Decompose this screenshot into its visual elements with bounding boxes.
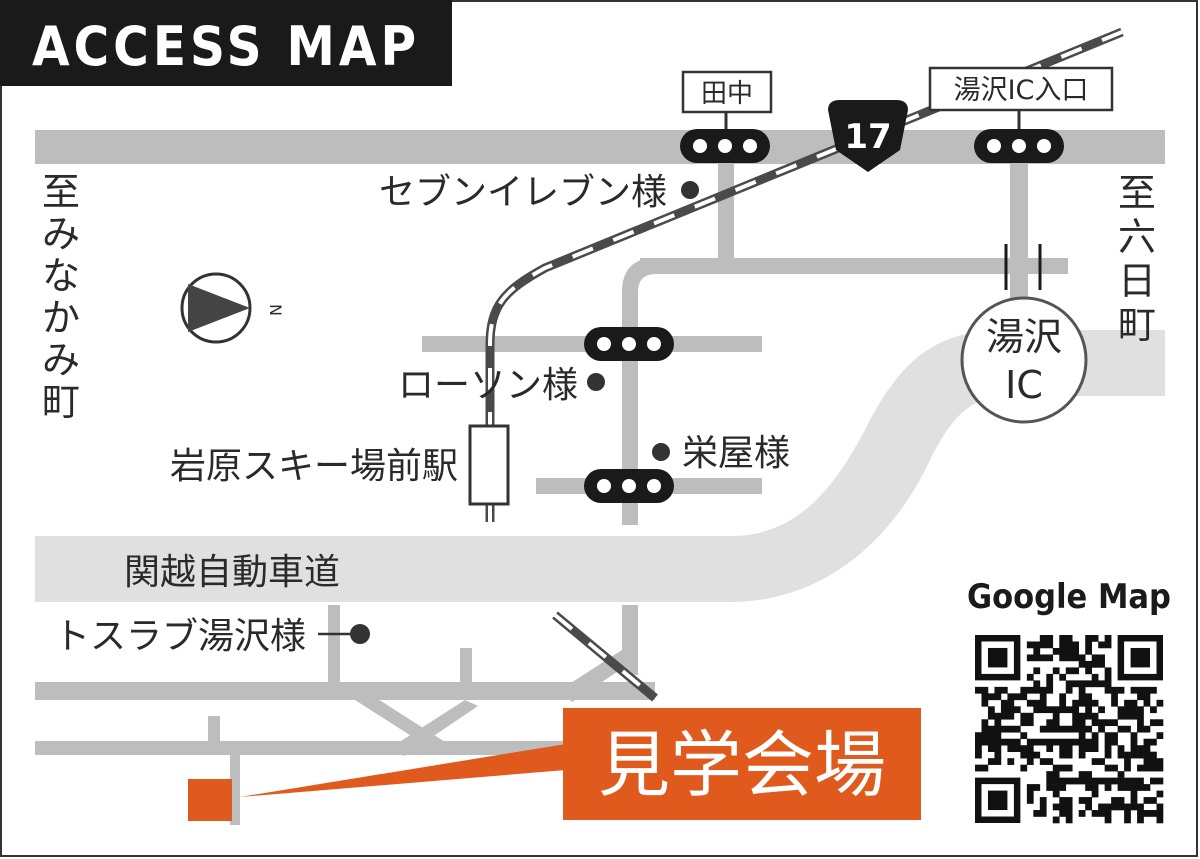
landmark-dot [587, 373, 605, 391]
qr-code[interactable] [975, 635, 1164, 824]
destination-west: 至 み な か み 町 [42, 170, 80, 424]
landmark-dot [681, 181, 699, 199]
signal-label: 田中 [701, 79, 753, 109]
road-stub-3 [208, 716, 220, 748]
road-east-west [640, 258, 1068, 274]
route-17-shield: 17 [828, 100, 908, 172]
landmark-dot [652, 443, 670, 461]
dest-char: 町 [1118, 303, 1156, 347]
dest-char: み [42, 338, 80, 382]
dest-char: 町 [42, 380, 80, 424]
compass: N [180, 272, 285, 344]
venue-label: 見学会場 [598, 723, 886, 807]
venue-callout: 見学会場 [188, 708, 921, 821]
landmark-label: 栄屋様 [682, 433, 790, 474]
landmark-sakaeya: 栄屋様 [652, 433, 790, 474]
north-arrow-icon [188, 284, 250, 332]
road-venue-access [230, 750, 240, 825]
signal-label: 湯沢IC入口 [954, 75, 1089, 106]
local-roads [35, 150, 1068, 825]
ic-label-line2: IC [1005, 363, 1043, 407]
dest-char: 六 [1118, 215, 1156, 259]
landmark-label: トスラブ湯沢様 [54, 616, 306, 657]
road-ic-access [1010, 150, 1028, 310]
compass-letter: N [266, 304, 285, 316]
landmark-dot [350, 624, 370, 644]
header-background [0, 0, 452, 86]
traffic-signal-ic-entrance: 湯沢IC入口 [928, 66, 1114, 163]
google-map-qr[interactable]: Google Map [967, 577, 1171, 824]
signal-label-box [928, 66, 1114, 112]
shield-icon [828, 100, 908, 172]
dest-char: か [42, 296, 80, 340]
road-torasurabu-stub [328, 605, 340, 685]
road-diag-2 [390, 700, 478, 756]
dest-char: 至 [42, 170, 80, 214]
yuzawa-ic-marker: 湯沢 IC [960, 296, 1088, 424]
signal-label-box [681, 70, 773, 114]
railway [485, 27, 1124, 702]
bridge-marks [1004, 244, 1042, 290]
venue-marker [188, 779, 232, 821]
destination-east: 至 六 日 町 [1118, 171, 1156, 347]
traffic-signal-sakaeya [584, 469, 674, 503]
callout-pointer [240, 744, 566, 797]
dest-char: 日 [1118, 259, 1156, 303]
railway-south-dash [553, 613, 657, 700]
road-curve [622, 258, 662, 525]
landmark-lawson: ローソン様 [398, 365, 605, 406]
traffic-signal-lawson [584, 327, 674, 361]
map-title: ACCESS MAP [32, 15, 420, 78]
qr-title: Google Map [967, 577, 1171, 617]
railway-dash [488, 30, 1123, 522]
road-lower [35, 682, 655, 700]
ic-label-line1: 湯沢 [986, 315, 1062, 359]
header-tab: ACCESS MAP [0, 0, 452, 86]
expressway-label: 関越自動車道 [124, 552, 340, 593]
landmark-seven-eleven: セブンイレブン様 [379, 172, 699, 213]
ic-circle [960, 296, 1088, 424]
venue-label-box [563, 708, 921, 820]
landmark-label: ローソン様 [398, 365, 578, 406]
road-bottom [35, 741, 575, 755]
route-number: 17 [844, 117, 891, 157]
dest-char: な [42, 254, 80, 298]
dest-char: 至 [1118, 171, 1156, 215]
road-tanaka-north [718, 150, 734, 270]
landmark-torasurabu: トスラブ湯沢様 [54, 616, 370, 657]
dest-char: み [42, 212, 80, 256]
traffic-signal-tanaka: 田中 [680, 70, 773, 163]
road-stub-2 [460, 648, 472, 688]
station-label: 岩原スキー場前駅 [170, 446, 458, 487]
landmark-label: セブンイレブン様 [379, 172, 667, 213]
station-building [468, 424, 510, 506]
